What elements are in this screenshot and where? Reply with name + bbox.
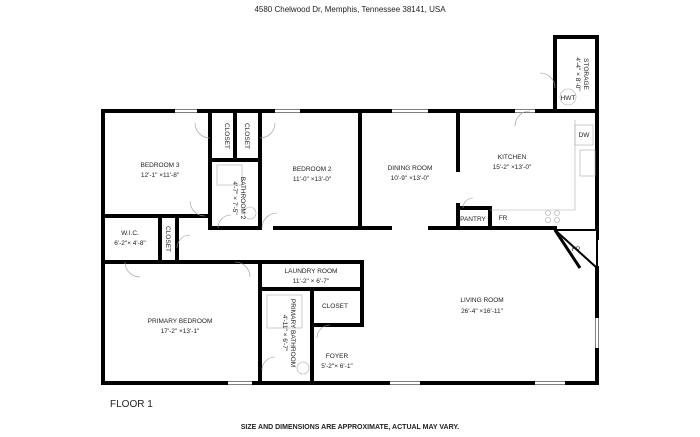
- foyer-name: FOYER: [326, 353, 349, 360]
- bedroom2-dims: 11'-0" ×13'-0": [293, 176, 332, 183]
- living-name: LIVING ROOM: [460, 297, 503, 304]
- storage-dims: 4'-4" × 8'-0": [574, 57, 581, 91]
- dw-label: DW: [579, 132, 591, 139]
- fr-label: FR: [499, 215, 508, 222]
- room-labels: BEDROOM 3 12'-1" ×11'-8" BEDROOM 2 11'-0…: [114, 57, 590, 370]
- wic-dims: 6'-2"× 4'-8": [114, 240, 146, 247]
- address-title: 4580 Chelwood Dr, Memphis, Tennessee 381…: [254, 5, 446, 14]
- closet4-label: CLOSET: [322, 303, 348, 310]
- windows: [175, 109, 599, 385]
- living-dims: 26'-4" ×16'-11": [461, 308, 504, 315]
- closet1-label: CLOSET: [223, 123, 230, 149]
- storage-name: STORAGE: [582, 58, 589, 90]
- floor-label: FLOOR 1: [110, 399, 153, 410]
- kitchen-dims: 15'-2" ×13'-0": [493, 164, 532, 171]
- wic-name: W.I.C.: [121, 230, 139, 237]
- door-swings: [124, 72, 556, 371]
- bedroom3-name: BEDROOM 3: [140, 162, 179, 169]
- dining-name: DINING ROOM: [388, 165, 433, 172]
- bathroom2-dims: 4'-7" × 7'-5": [231, 181, 238, 215]
- bedroom2-name: BEDROOM 2: [292, 166, 331, 173]
- primary-bath-name: PRIMARY BATHROOM: [289, 299, 296, 367]
- primary-bedroom-dims: 17'-2" ×13'-1": [161, 328, 200, 335]
- pantry-label: PANTRY: [460, 216, 486, 223]
- bedroom3-dims: 12'-1" ×11'-8": [141, 172, 180, 179]
- disclaimer: SIZE AND DIMENSIONS ARE APPROXIMATE, ACT…: [240, 424, 460, 431]
- fixtures: [216, 88, 596, 375]
- kitchen-name: KITCHEN: [498, 154, 527, 161]
- closet2-label: CLOSET: [243, 123, 250, 149]
- bathroom2-name: BATHROOM 2: [239, 177, 246, 220]
- laundry-dims: 11'-2" × 6'-7": [293, 278, 330, 285]
- hwt-label: HWT: [561, 95, 576, 102]
- closet3-label: CLOSET: [164, 226, 171, 252]
- fp-label: FP: [572, 246, 580, 253]
- laundry-name: LAUNDRY ROOM: [285, 268, 338, 275]
- foyer-dims: 5'-2"× 6'-1": [321, 363, 353, 370]
- primary-bedroom-name: PRIMARY BEDROOM: [148, 318, 213, 325]
- dining-dims: 10'-9" ×13'-0": [391, 175, 430, 182]
- primary-bath-dims: 4'-11" × 6'-7": [281, 315, 288, 352]
